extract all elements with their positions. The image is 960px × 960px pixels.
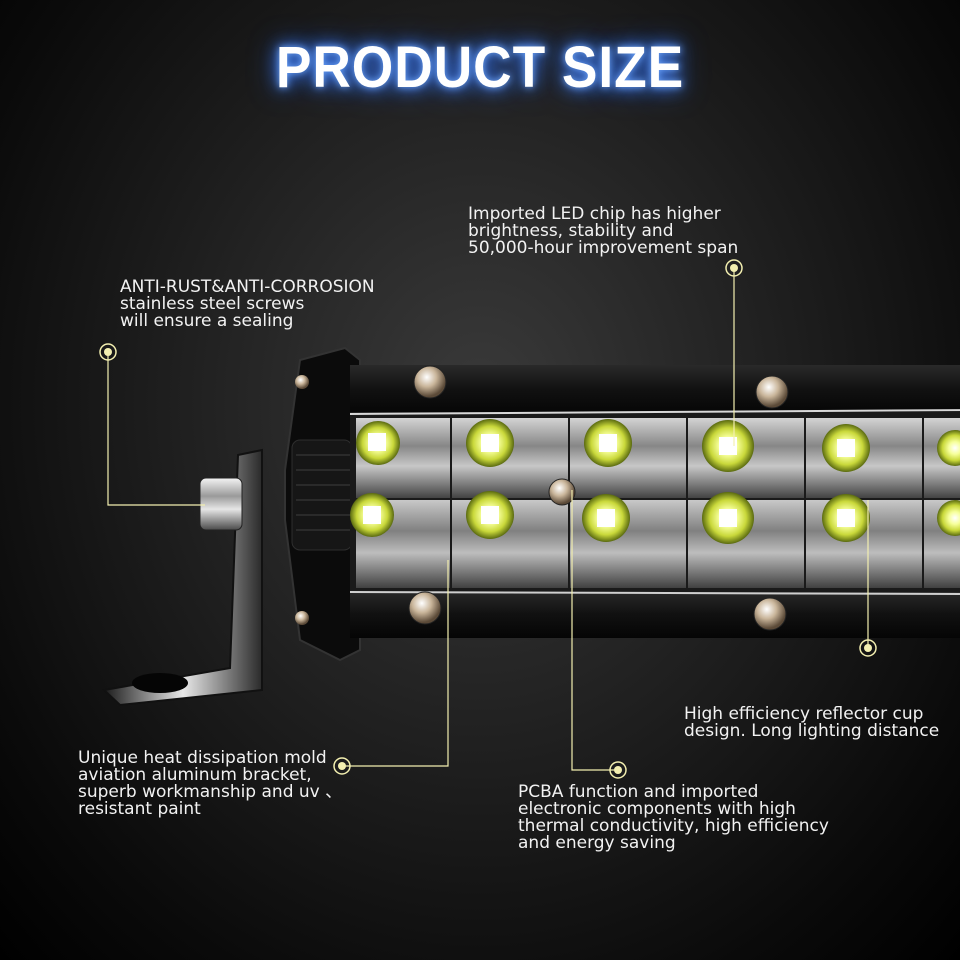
mounting-bracket xyxy=(101,448,263,707)
end-cap xyxy=(284,346,361,662)
callout-lines xyxy=(107,268,869,771)
page-title: PRODUCT SIZE xyxy=(275,35,685,100)
callout-anti-rust: ANTI-RUST&ANTI-CORROSION stainless steel… xyxy=(120,277,375,331)
target-marker-icon xyxy=(99,259,877,779)
callout-reflector: High efficiency reflector cup design. Lo… xyxy=(684,704,940,741)
stainless-screws xyxy=(295,365,789,631)
callout-heat-dissipation: Unique heat dissipation mold aviation al… xyxy=(78,748,343,819)
led-array xyxy=(350,418,960,588)
callout-pcba: PCBA function and imported electronic co… xyxy=(518,782,829,853)
callout-led-chip: Imported LED chip has higher brightness,… xyxy=(468,204,739,258)
